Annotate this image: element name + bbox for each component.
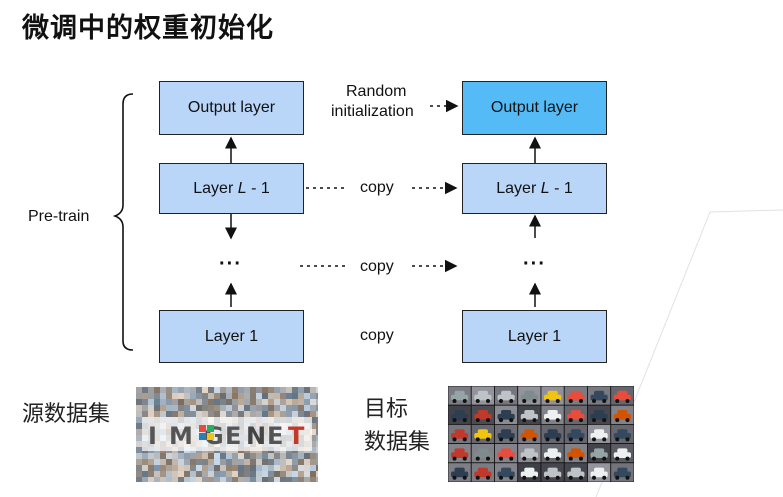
random-init-label-line1: Random <box>346 83 407 100</box>
imagenet-logo-letter: M <box>169 422 193 450</box>
pretrain-brace <box>112 93 134 351</box>
source-ellipsis: ··· <box>219 253 242 275</box>
source-layer-l-minus-1: Layer L - 1 <box>159 163 304 214</box>
copy-label-2: copy <box>360 258 394 275</box>
target-output-layer: Output layer <box>462 81 607 135</box>
car-mosaic <box>448 386 634 482</box>
car-dataset-image <box>448 386 634 482</box>
target-ellipsis: ··· <box>523 253 546 275</box>
imagenet-image: IMGENET <box>136 387 318 482</box>
imagenet-mosaic: IMGENET <box>136 387 318 482</box>
page-title: 微调中的权重初始化 <box>22 13 274 44</box>
copy-label-3: copy <box>360 327 394 344</box>
source-dataset-label: 源数据集 <box>22 402 111 427</box>
imagenet-logo-letter: T <box>288 422 305 450</box>
source-layer-1: Layer 1 <box>159 310 304 363</box>
copy-label-1: copy <box>360 179 394 196</box>
imagenet-logo-letter: I <box>148 422 157 450</box>
imagenet-logo-letter: N <box>246 422 266 450</box>
target-dataset-label-line1: 目标 <box>364 397 409 422</box>
imagenet-logo-letter: E <box>267 422 283 450</box>
source-output-layer: Output layer <box>159 81 304 135</box>
target-layer-l-minus-1: Layer L - 1 <box>462 163 607 214</box>
target-layer-1: Layer 1 <box>462 310 607 363</box>
imagenet-logo-letter: E <box>225 422 241 450</box>
target-dataset-label-line2: 数据集 <box>364 430 431 455</box>
random-init-label-line2: initialization <box>331 103 414 120</box>
pretrain-label: Pre-train <box>28 208 90 225</box>
